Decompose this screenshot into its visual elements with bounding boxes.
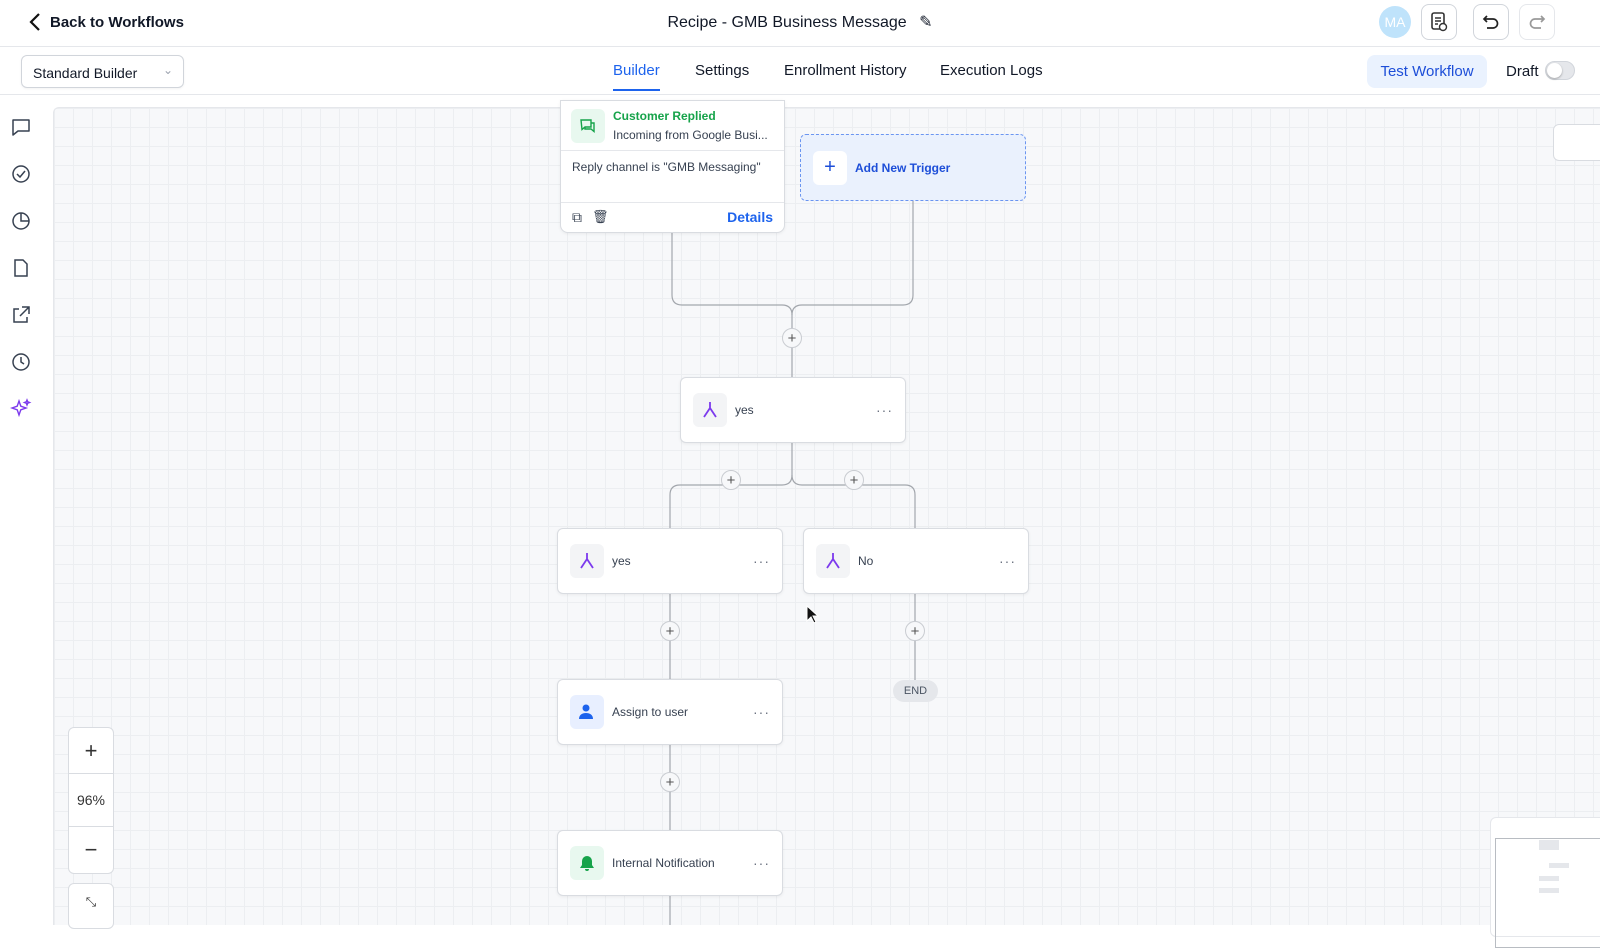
- trigger-title: Customer Replied: [613, 109, 716, 123]
- undo-icon: [1482, 15, 1499, 29]
- node-label: Internal Notification: [612, 856, 715, 870]
- sub-bar: [0, 47, 1600, 95]
- minimap[interactable]: [1490, 817, 1600, 948]
- fit-view-button[interactable]: ⤡: [68, 883, 114, 929]
- tab-execution-logs[interactable]: Execution Logs: [940, 62, 1043, 79]
- branch-node-no[interactable]: No ···: [803, 528, 1029, 594]
- end-badge: END: [893, 680, 938, 702]
- workflow-title-bar: Recipe - GMB Business Message ✎: [0, 12, 1600, 32]
- node-label: Assign to user: [612, 705, 689, 719]
- zoom-out-button[interactable]: −: [68, 826, 114, 874]
- branch-node-root[interactable]: yes ···: [680, 377, 906, 443]
- back-to-workflows-link[interactable]: Back to Workflows: [28, 12, 184, 32]
- canvas-side-panel-tab[interactable]: [1553, 124, 1600, 161]
- check-circle-icon[interactable]: [10, 163, 32, 185]
- undo-button[interactable]: [1473, 4, 1509, 40]
- copy-icon[interactable]: ⧉: [572, 208, 582, 225]
- add-step-button[interactable]: +: [721, 470, 741, 490]
- chevron-down-icon: ⌄: [162, 63, 173, 77]
- back-label: Back to Workflows: [50, 13, 184, 31]
- history-icon[interactable]: [10, 351, 32, 373]
- add-step-button[interactable]: +: [660, 772, 680, 792]
- left-sidebar: [0, 95, 53, 925]
- document-refresh-icon: [1431, 12, 1448, 32]
- add-step-button[interactable]: +: [782, 328, 802, 348]
- node-label: No: [858, 554, 874, 568]
- publish-toggle[interactable]: [1545, 61, 1575, 80]
- workflow-canvas[interactable]: [53, 107, 1600, 925]
- tab-settings[interactable]: Settings: [695, 62, 750, 79]
- node-label: yes: [612, 554, 631, 568]
- zoom-in-button[interactable]: +: [68, 727, 114, 774]
- tab-builder[interactable]: Builder: [613, 62, 660, 91]
- builder-type-select[interactable]: Standard Builder ⌄: [21, 55, 184, 88]
- redo-icon: [1529, 15, 1546, 29]
- builder-select-value: Standard Builder: [33, 65, 138, 81]
- top-bar: [0, 0, 1600, 47]
- pie-chart-icon[interactable]: [10, 210, 32, 232]
- redo-button[interactable]: [1519, 4, 1555, 40]
- more-options-icon[interactable]: ···: [753, 704, 770, 720]
- tab-enrollment-history[interactable]: Enrollment History: [784, 62, 907, 79]
- zoom-level: 96%: [68, 773, 114, 827]
- details-link[interactable]: Details: [727, 209, 773, 226]
- status-label: Draft: [1506, 63, 1539, 80]
- trigger-filter: Reply channel is "GMB Messaging": [561, 151, 784, 203]
- add-step-button[interactable]: +: [660, 621, 680, 641]
- branch-icon: [693, 393, 727, 427]
- branch-node-yes[interactable]: yes ···: [557, 528, 783, 594]
- workflow-title: Recipe - GMB Business Message: [667, 14, 907, 31]
- add-trigger-label: Add New Trigger: [855, 160, 951, 175]
- test-workflow-button[interactable]: Test Workflow: [1367, 55, 1487, 88]
- trash-icon[interactable]: 🗑: [592, 209, 609, 225]
- branch-icon: [816, 544, 850, 578]
- more-options-icon[interactable]: ···: [999, 553, 1016, 569]
- avatar[interactable]: MA: [1379, 6, 1411, 38]
- version-history-button[interactable]: [1421, 4, 1457, 40]
- add-new-trigger-button[interactable]: + Add New Trigger: [800, 134, 1026, 201]
- more-options-icon[interactable]: ···: [753, 553, 770, 569]
- edit-title-icon[interactable]: ✎: [919, 14, 933, 31]
- mouse-cursor-icon: [806, 605, 820, 624]
- branch-icon: [570, 544, 604, 578]
- user-assign-icon: [570, 695, 604, 729]
- more-options-icon[interactable]: ···: [753, 855, 770, 871]
- internal-notification-node[interactable]: Internal Notification ···: [557, 830, 783, 896]
- plus-icon: +: [813, 150, 847, 185]
- sparkle-icon[interactable]: [10, 398, 32, 420]
- add-step-button[interactable]: +: [844, 470, 864, 490]
- bell-icon: [570, 846, 604, 880]
- more-options-icon[interactable]: ···: [876, 402, 893, 418]
- chat-icon[interactable]: [10, 116, 32, 138]
- trigger-subtitle: Incoming from Google Busi...: [613, 128, 768, 142]
- file-icon[interactable]: [10, 257, 32, 279]
- chat-bubbles-icon: [571, 108, 605, 143]
- chevron-left-icon: [29, 13, 40, 31]
- external-link-icon[interactable]: [10, 304, 32, 326]
- node-label: yes: [735, 403, 754, 417]
- add-step-button[interactable]: +: [905, 621, 925, 641]
- assign-user-node[interactable]: Assign to user ···: [557, 679, 783, 745]
